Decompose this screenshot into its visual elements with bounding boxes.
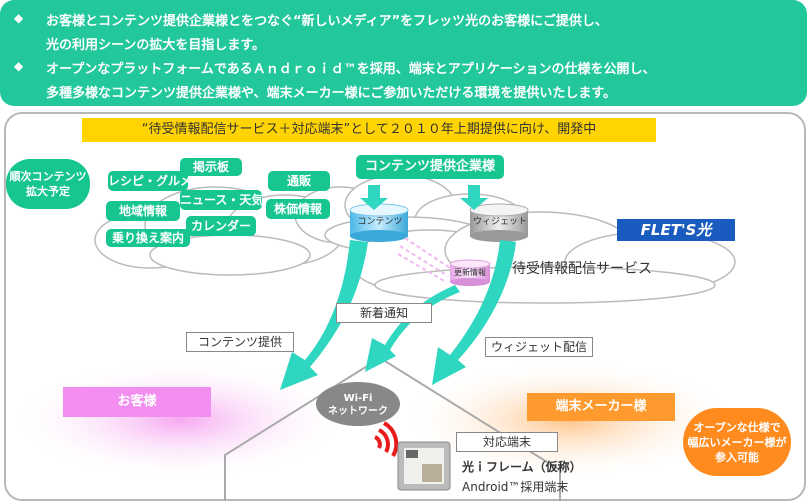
- widget-cylinder: [469, 203, 529, 242]
- expansion-line: 順次コンテンツ: [9, 170, 87, 183]
- category-bulletin-board: 掲示板: [180, 158, 242, 176]
- flets-logo: FLET'S光: [617, 219, 735, 241]
- category-recipe: レシピ・グルメ: [108, 171, 192, 191]
- widget-delivery-arrow: [432, 240, 516, 385]
- category-local-info: 地域情報: [106, 201, 180, 221]
- flow-arrows: [280, 185, 516, 390]
- update-cylinder-label: 更新情報: [454, 268, 486, 277]
- bullet-diamond: ◆: [14, 59, 24, 73]
- content-provider-box: コンテンツ提供企業様: [356, 155, 504, 179]
- bullet-text: お客様とコンテンツ提供企業様とをつなぐ“新しいメディア”をフレッツ光のお客様にご…: [46, 14, 608, 29]
- new-notice-label: 新着通知: [336, 303, 432, 323]
- open-spec-line: 幅広いメーカー様が: [687, 436, 787, 449]
- category-transit: 乗り換え案内: [106, 229, 190, 247]
- content-cylinder: [349, 203, 409, 242]
- schedule-banner: “待受情報配信サービス＋対応端末”として２０１０年上期提供に向け、開発中: [82, 118, 656, 142]
- widget-delivery-label: ウィジェット配信: [485, 337, 593, 357]
- update-rays: [397, 237, 451, 283]
- category-calendar: カレンダー: [186, 216, 256, 236]
- expansion-badge: 順次コンテンツ 拡大予定: [6, 159, 90, 209]
- bullet-diamond: ◆: [14, 11, 24, 25]
- device-os: Android™採用端末: [462, 480, 569, 494]
- open-spec-line: 参入可能: [715, 451, 759, 464]
- wifi-signal-icon: [373, 421, 399, 458]
- open-spec-badge: オープンな仕様で 幅広いメーカー様が 参入可能: [683, 408, 791, 476]
- new-notice-arrow: [365, 285, 460, 372]
- bullet-text: オープンなプラットフォームであるＡｎｄｒｏｉｄ™を採用、端末とアプリケーションの…: [46, 62, 656, 77]
- update-cylinder: [449, 259, 491, 286]
- category-stock: 株価情報: [266, 199, 330, 219]
- content-cylinder-label: コンテンツ: [357, 217, 403, 227]
- provider-to-content-arrow: [360, 185, 388, 210]
- category-shopping: 通販: [268, 171, 330, 191]
- wifi-line: ネットワーク: [328, 406, 388, 417]
- provider-to-widget-arrow: [460, 185, 488, 210]
- wifi-line: Wi-Fi: [343, 393, 373, 404]
- device-name: 光ｉフレーム（仮称）: [462, 460, 582, 474]
- bullet-text: 光の利用シーンの拡大を目指します。: [46, 38, 266, 53]
- wifi-ellipse: [316, 382, 400, 426]
- category-news-weather: ニュース・天気: [180, 190, 263, 210]
- customer-box: お客様: [63, 387, 211, 417]
- content-provide-arrow: [280, 240, 368, 390]
- wifi-network-label: Wi-Fi ネットワーク: [316, 392, 400, 418]
- service-label: 待受情報配信サービス: [512, 261, 652, 277]
- open-spec-line: オープンな仕様で: [693, 421, 781, 434]
- widget-cylinder-label: ウィジェット: [472, 217, 527, 227]
- photo-frame-device: [397, 441, 451, 491]
- schedule-text: “待受情報配信サービス＋対応端末”として２０１０年上期提供に向け、開発中: [141, 122, 597, 137]
- device-box: 対応端末: [456, 432, 558, 452]
- bullet-text: 多種多様なコンテンツ提供企業様や、端末メーカー様にご参加いただける環境を提供いた…: [46, 86, 617, 101]
- content-provide-label: コンテンツ提供: [186, 332, 294, 352]
- maker-box: 端末メーカー様: [527, 393, 675, 421]
- expansion-line: 拡大予定: [26, 185, 70, 198]
- intro-banner: ◆ お客様とコンテンツ提供企業様とをつなぐ“新しいメディア”をフレッツ光のお客様…: [0, 0, 807, 106]
